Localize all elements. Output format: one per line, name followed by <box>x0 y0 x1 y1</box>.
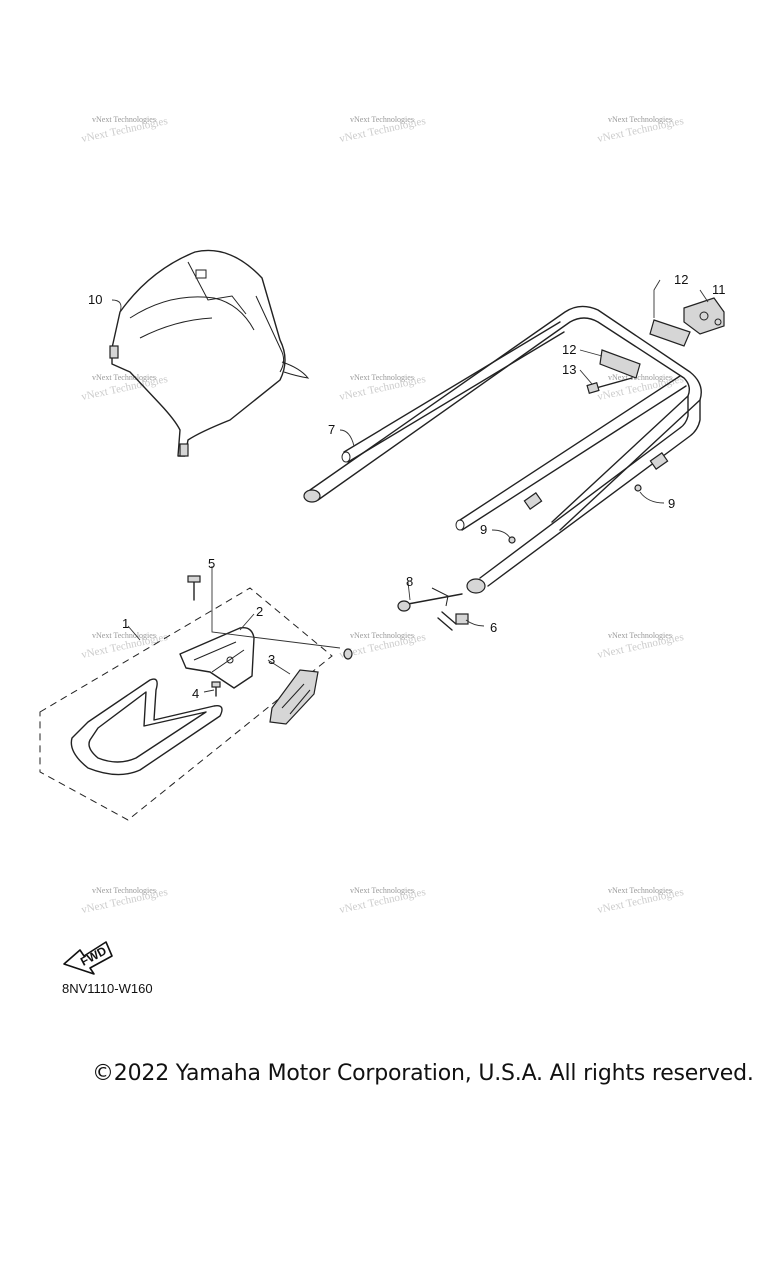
part-connector <box>397 587 469 631</box>
part-storage-bag <box>109 249 310 457</box>
part-rail-assembly <box>303 305 702 594</box>
svg-text:vNext Technologies: vNext Technologies <box>608 115 672 124</box>
callouts: 10 12 11 12 13 7 9 9 8 6 5 2 1 3 4 <box>88 272 726 701</box>
part-bracket <box>179 627 255 689</box>
callout-2: 2 <box>256 604 263 619</box>
callout-9: 9 <box>668 496 675 511</box>
svg-text:vNext Technologies: vNext Technologies <box>350 373 414 382</box>
svg-text:vNext Technologies: vNext Technologies <box>350 886 414 895</box>
part-bumper <box>70 678 223 776</box>
fwd-arrow-icon: FWD <box>63 941 113 975</box>
callout-4: 4 <box>192 686 199 701</box>
part-clamp-bracket <box>649 297 725 347</box>
part-bolts <box>187 575 353 697</box>
svg-text:vNext Technologies: vNext Technologies <box>608 631 672 640</box>
part-rivets <box>508 484 642 544</box>
svg-text:vNext Technologies: vNext Technologies <box>350 631 414 640</box>
callout-12: 12 <box>674 272 688 287</box>
callout-13: 13 <box>562 362 576 377</box>
callout-1: 1 <box>122 616 129 631</box>
callout-5: 5 <box>208 556 215 571</box>
callout-8: 8 <box>406 574 413 589</box>
callout-10: 10 <box>88 292 102 307</box>
kit-boundary <box>39 587 333 821</box>
callout-12: 12 <box>562 342 576 357</box>
callout-11: 11 <box>712 282 726 297</box>
callout-3: 3 <box>268 652 275 667</box>
leader-lines <box>111 279 709 693</box>
svg-text:vNext Technologies: vNext Technologies <box>608 373 672 382</box>
svg-text:vNext Technologies: vNext Technologies <box>92 115 156 124</box>
part-side-plate <box>269 669 319 725</box>
svg-text:vNext Technologies: vNext Technologies <box>350 115 414 124</box>
part-mount-plate <box>586 349 641 394</box>
svg-text:vNext Technologies: vNext Technologies <box>608 886 672 895</box>
svg-text:vNext Technologies: vNext Technologies <box>92 631 156 640</box>
callout-6: 6 <box>490 620 497 635</box>
callout-7: 7 <box>328 422 335 437</box>
copyright-notice: ©2022 Yamaha Motor Corporation, U.S.A. A… <box>92 1061 754 1086</box>
svg-text:vNext Technologies: vNext Technologies <box>92 373 156 382</box>
diagram-code: 8NV1110-W160 <box>62 981 153 996</box>
callout-9: 9 <box>480 522 487 537</box>
svg-text:vNext Technologies: vNext Technologies <box>92 886 156 895</box>
